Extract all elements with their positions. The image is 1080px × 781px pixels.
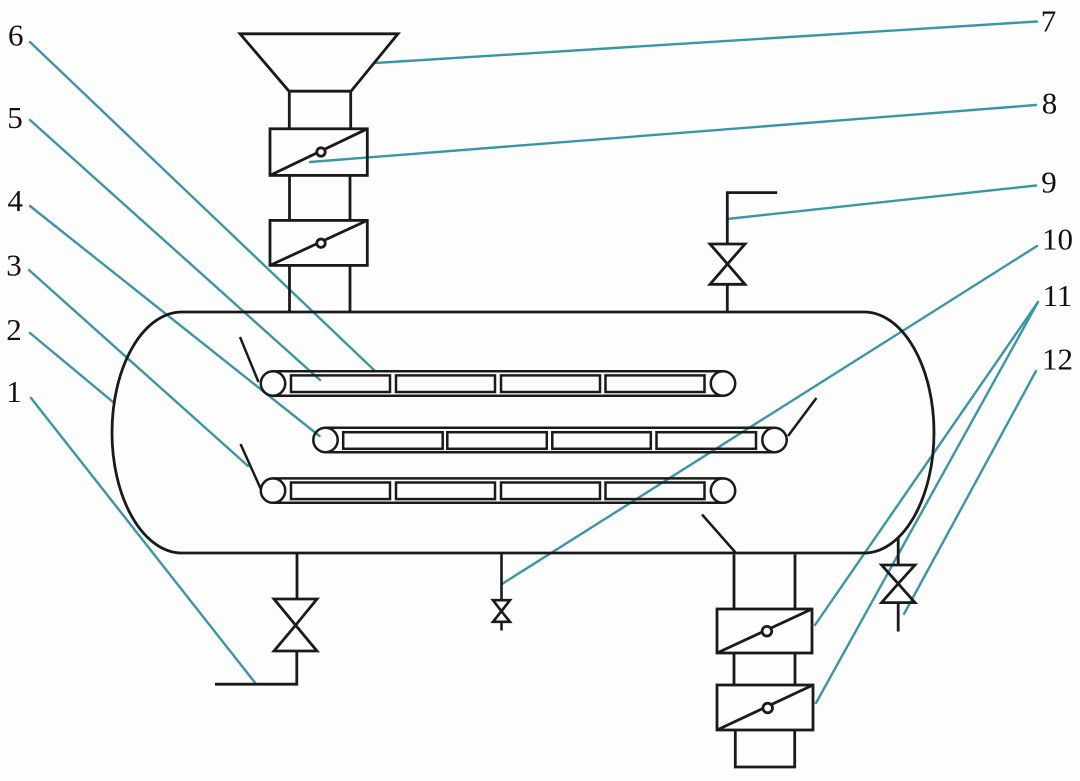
svg-text:2: 2 bbox=[6, 312, 22, 347]
svg-text:1: 1 bbox=[6, 374, 22, 409]
svg-text:8: 8 bbox=[1042, 85, 1058, 120]
svg-text:10: 10 bbox=[1042, 221, 1073, 256]
svg-text:4: 4 bbox=[8, 183, 24, 218]
svg-text:5: 5 bbox=[7, 100, 23, 135]
svg-text:6: 6 bbox=[8, 17, 24, 52]
svg-text:11: 11 bbox=[1043, 278, 1073, 313]
svg-text:12: 12 bbox=[1042, 342, 1073, 377]
svg-text:9: 9 bbox=[1041, 165, 1057, 200]
svg-text:3: 3 bbox=[6, 248, 22, 283]
svg-text:7: 7 bbox=[1041, 4, 1057, 39]
